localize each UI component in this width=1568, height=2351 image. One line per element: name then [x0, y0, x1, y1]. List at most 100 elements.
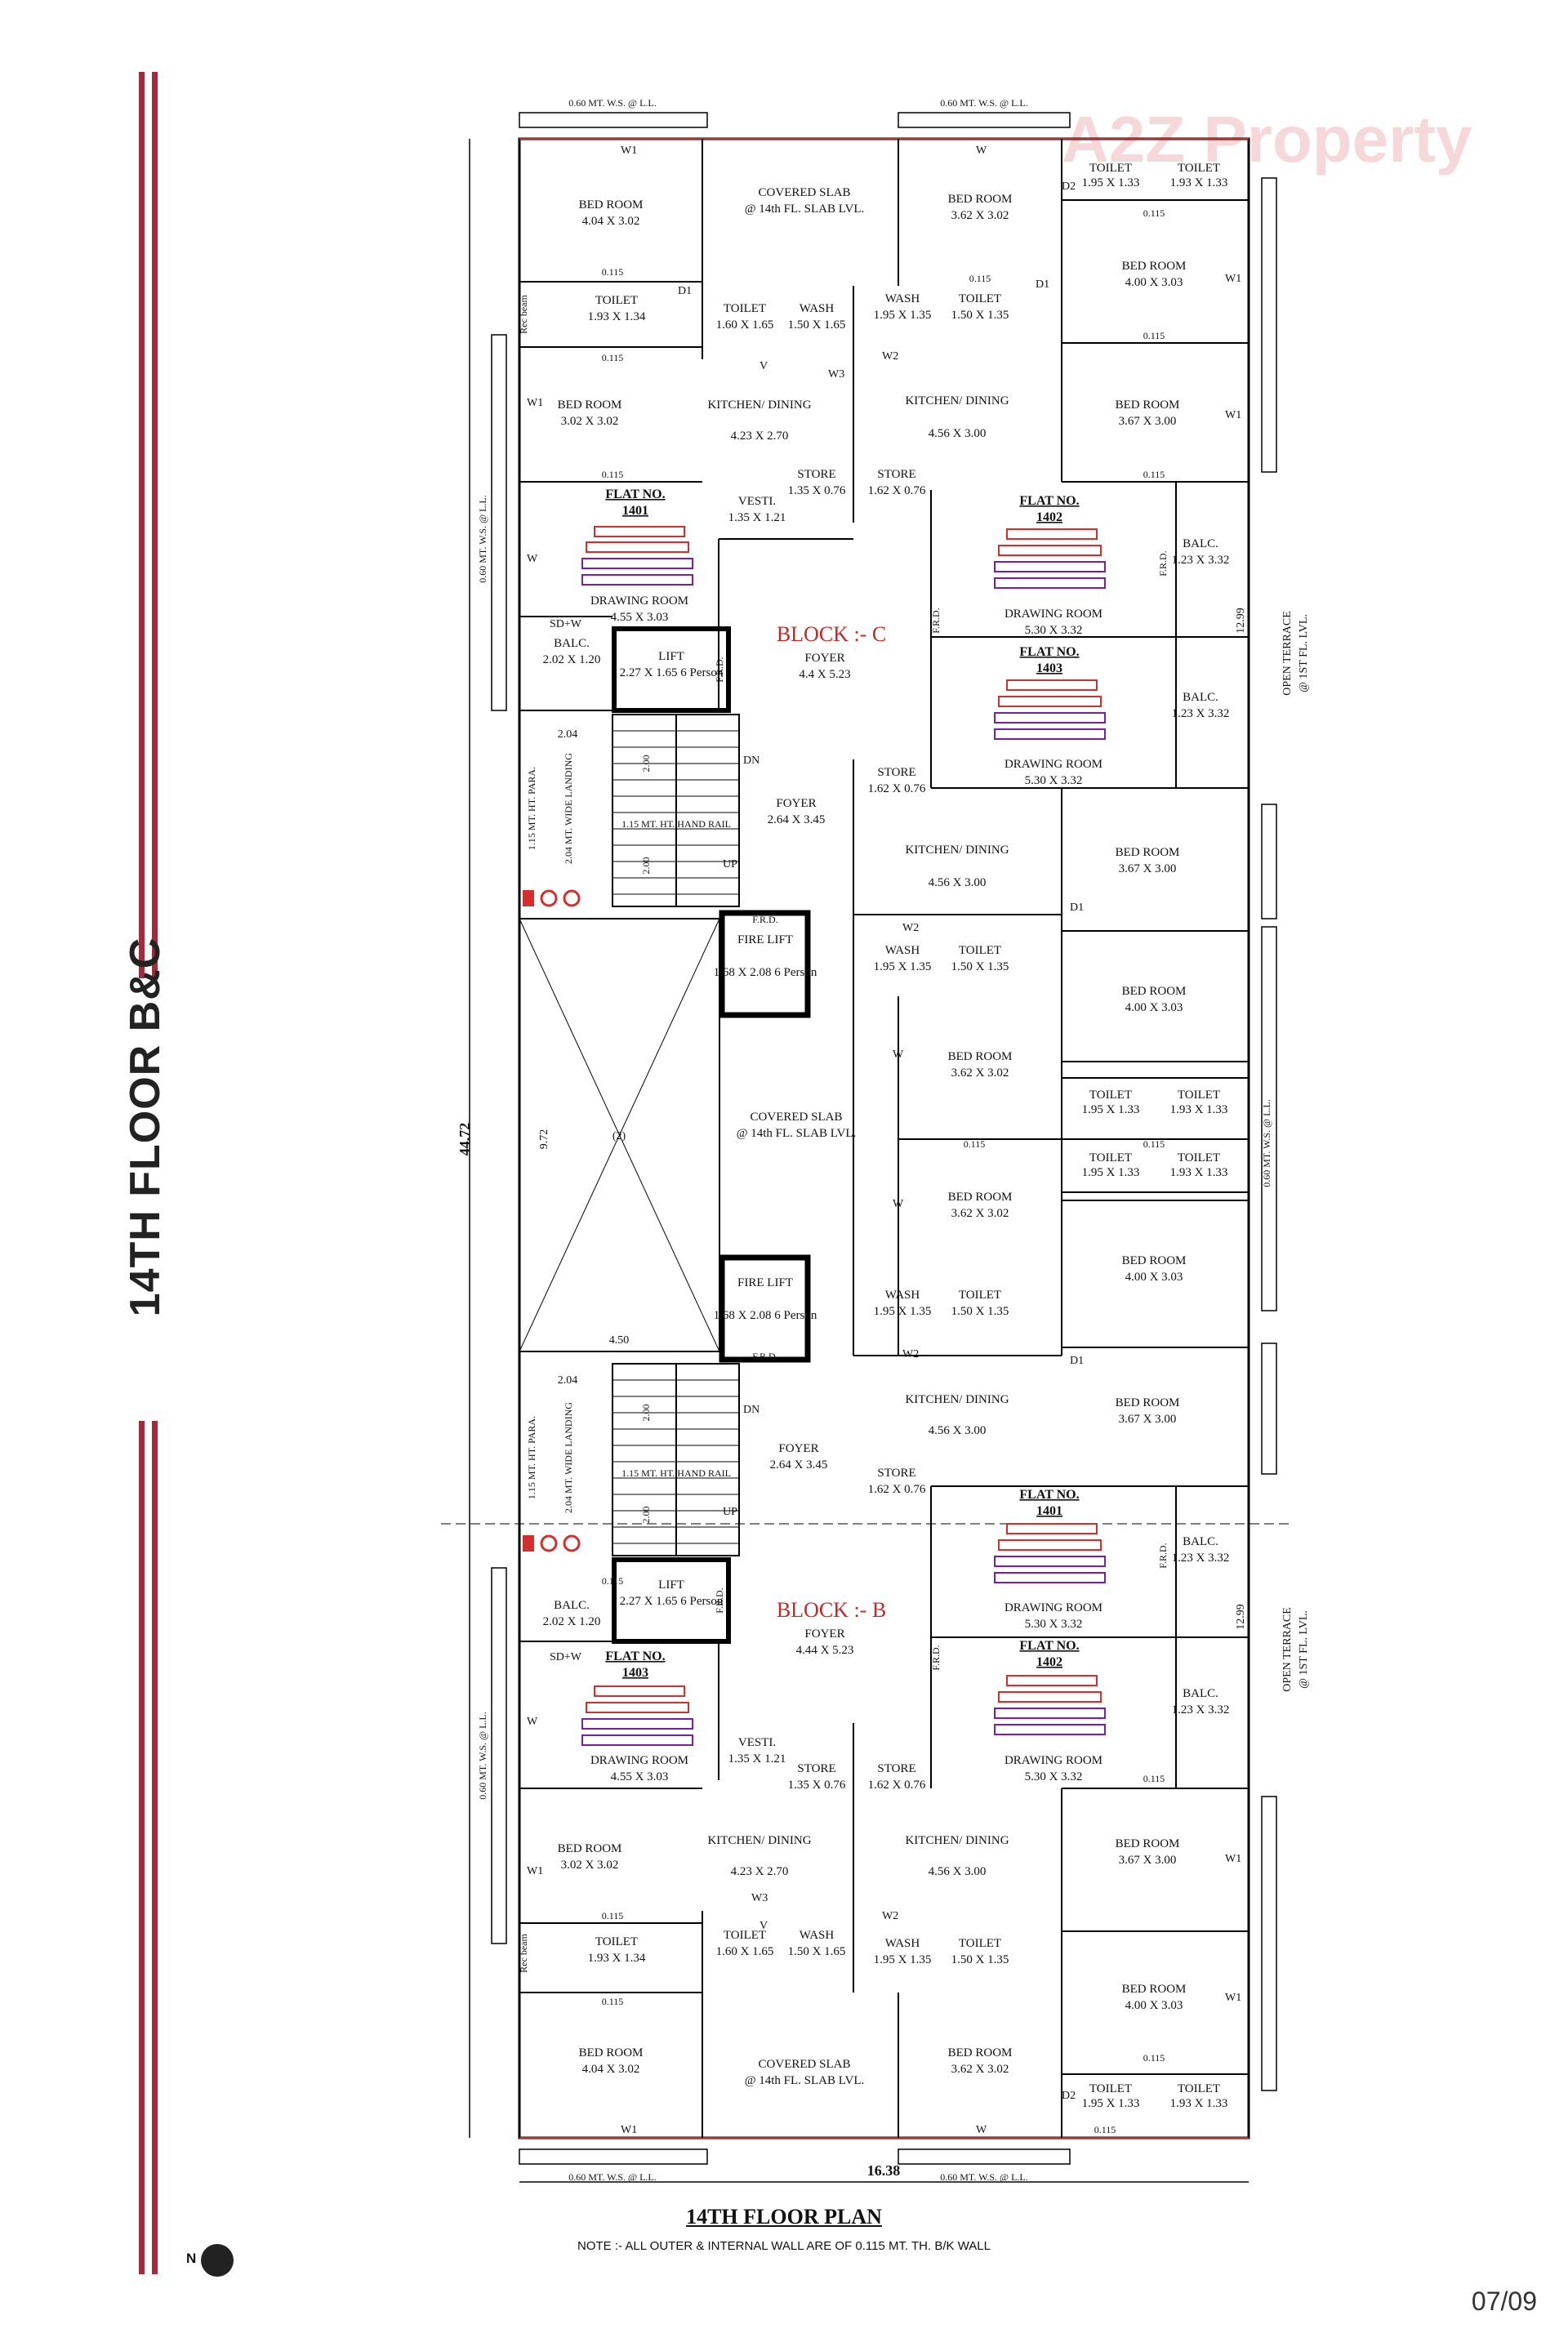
room-name: BED ROOM: [558, 1842, 622, 1855]
room-dim: 1.93 X 1.33: [1170, 1103, 1228, 1116]
room-name: VESTI.: [738, 1736, 776, 1749]
room-dim: 3.62 X 3.02: [951, 1207, 1009, 1220]
hand-rail-c: 1.15 MT. HT. HAND RAIL: [621, 818, 731, 830]
terrace-dim-b: 12.99: [1235, 1604, 1247, 1630]
room-name: STORE: [877, 468, 915, 481]
wall-thickness: 0.115: [602, 469, 624, 480]
room-name: TOILET: [1178, 162, 1220, 175]
void-width-dim: 4.50: [609, 1334, 630, 1347]
wall-thickness: 0.115: [602, 1910, 624, 1921]
covered-slab-middle-dim: @ 14th FL. SLAB LVL.: [737, 1127, 857, 1140]
room-name: KITCHEN/ DINING: [905, 394, 1009, 407]
room-dim: @ 14th FL. SLAB LVL.: [745, 203, 865, 216]
ws-label-bottom-right: 0.60 MT. W.S. @ L.L.: [940, 2171, 1028, 2183]
room-dim: 3.62 X 3.02: [951, 1066, 1009, 1080]
furniture-hatch-b1403: [581, 1685, 693, 1746]
room-name: TOILET: [1089, 1089, 1132, 1102]
room-name: STORE: [877, 766, 915, 779]
frd-flat-c: F.R.D.: [930, 608, 942, 633]
window-tag: W1: [527, 397, 543, 409]
room-dim: 4.4 X 5.23: [799, 668, 850, 681]
accent-bar-bottom-right: [152, 1421, 158, 2274]
window-tag: W1: [1225, 409, 1241, 421]
fire-lift-upper-label: FIRE LIFT: [737, 933, 793, 946]
room-name: DRAWING ROOM: [590, 594, 688, 608]
ws-label-left-upper: 0.60 MT. W.S. @ L.L.: [477, 495, 488, 583]
window-tag: W3: [828, 368, 844, 381]
room-dim: 4.23 X 2.70: [731, 1865, 789, 1878]
frd-balc-c: F.R.D.: [1157, 550, 1169, 576]
wall-thickness: 0.115: [1143, 1773, 1165, 1784]
room-name: BED ROOM: [1122, 260, 1187, 273]
room-name: LIFT: [658, 1578, 684, 1592]
window-strip-right-2: [1261, 804, 1277, 919]
room-dim: 1.93 X 1.33: [1170, 176, 1228, 189]
room-dim: 1.50 X 1.35: [951, 1305, 1009, 1318]
window-tag: W3: [751, 1892, 768, 1904]
room-dim: 1.50 X 1.35: [951, 309, 1009, 322]
room-dim: @ 14th FL. SLAB LVL.: [745, 2074, 865, 2087]
room-name: KITCHEN/ DINING: [707, 399, 811, 412]
room-name: BED ROOM: [1116, 1837, 1180, 1850]
room-name: TOILET: [595, 1935, 638, 1948]
terrace-dim-c: 12.99: [1235, 608, 1247, 634]
room-dim: 4.56 X 3.00: [929, 876, 987, 889]
flat-number-b-1401: 1401: [1036, 1504, 1062, 1518]
wall-thickness: 0.115: [1143, 207, 1165, 219]
frd-fire-lift-upper: F.R.D.: [752, 914, 777, 925]
page-number: 07/09: [1471, 2286, 1537, 2316]
door-tag: D1: [678, 285, 692, 297]
door-tag: D1: [1036, 278, 1049, 291]
room-name: WASH: [800, 1929, 835, 1942]
fire-lift-upper: [719, 910, 811, 1018]
terrace-level-b: @ 1ST FL. LVL.: [1298, 1610, 1310, 1689]
frd-fire-lift-lower: F.R.D.: [752, 1351, 777, 1362]
terrace-level-c: @ 1ST FL. LVL.: [1298, 614, 1310, 692]
rec-beam-c: Rec beam: [518, 295, 529, 334]
flat-prefix-c-1403: FLAT NO.: [1019, 645, 1079, 659]
sliding-door-tag: SD+W: [550, 1651, 582, 1663]
stair-up-b: UP: [723, 1506, 737, 1518]
room-name: WASH: [885, 944, 920, 957]
window-strip-top-right: [898, 112, 1071, 128]
room-name: FOYER: [778, 1442, 818, 1455]
accent-bar-top-left: [139, 72, 145, 978]
room-dim: 1.95 X 1.35: [874, 1953, 932, 1966]
room-dim: 1.35 X 0.76: [788, 484, 846, 497]
room-dim: 1.50 X 1.65: [788, 318, 846, 332]
window-tag: W: [893, 1198, 904, 1210]
room-name: STORE: [877, 1467, 915, 1480]
room-dim: 1.95 X 1.33: [1082, 1103, 1140, 1116]
window-tag: W2: [902, 922, 919, 934]
room-dim: 4.56 X 3.00: [929, 427, 987, 440]
wall-thickness: 0.115: [969, 273, 991, 284]
stair-dn-b: DN: [743, 1404, 760, 1416]
room-name: BED ROOM: [948, 1191, 1013, 1204]
room-name: BED ROOM: [558, 399, 622, 412]
room-dim: 5.30 X 3.32: [1025, 774, 1083, 787]
flat-prefix-c-1402: FLAT NO.: [1019, 494, 1079, 508]
accent-bar-bottom-left: [139, 1421, 145, 2274]
window-tag: W: [976, 145, 987, 157]
vent-tag: V: [760, 1920, 768, 1932]
room-name: BALC.: [1183, 1535, 1218, 1548]
flat-prefix-b-1402: FLAT NO.: [1019, 1639, 1079, 1653]
room-dim: 3.67 X 3.00: [1119, 862, 1177, 875]
room-dim: 1.60 X 1.65: [716, 1945, 774, 1958]
room-dim: 1.93 X 1.33: [1170, 1166, 1228, 1179]
room-dim: 1.93 X 1.33: [1170, 2097, 1228, 2110]
room-dim: 4.04 X 3.02: [582, 2063, 640, 2076]
frd-balc-b: F.R.D.: [1157, 1543, 1169, 1568]
block-c-label: BLOCK :- C: [777, 622, 886, 646]
wall-thickness: 0.115: [1143, 1138, 1165, 1150]
room-name: TOILET: [1089, 1151, 1132, 1164]
room-name: BALC.: [554, 637, 590, 650]
window-strip-right-4: [1261, 1342, 1277, 1475]
landing-width-c: 2.04: [558, 728, 578, 741]
window-strip-right-1: [1261, 177, 1277, 473]
stair-tread-dim: 2.00: [640, 755, 652, 773]
landing-label-c: 2.04 MT. WIDE LANDING: [563, 753, 574, 864]
window-tag: W2: [882, 350, 898, 363]
wall-thickness: 0.115: [602, 266, 624, 278]
